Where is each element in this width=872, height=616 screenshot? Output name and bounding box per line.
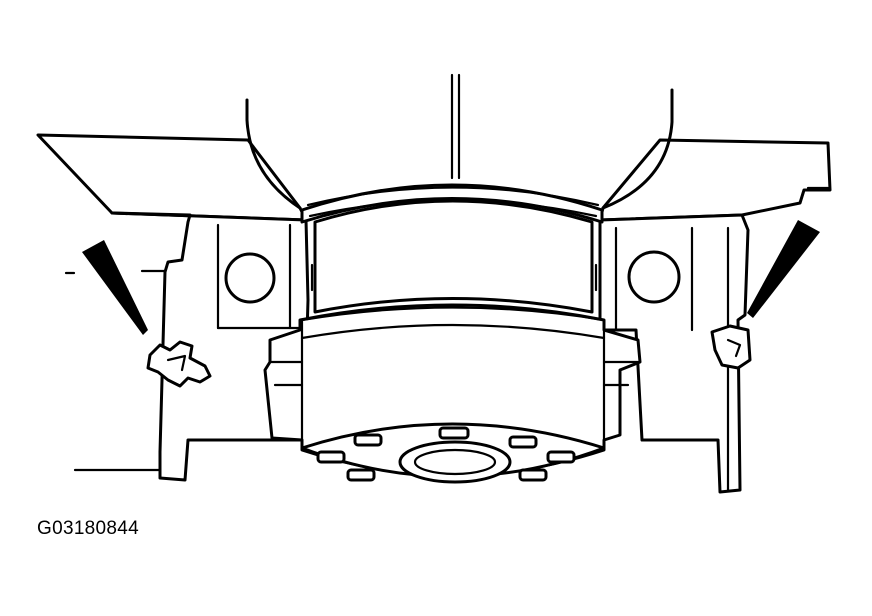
mount-upper-cylinder xyxy=(300,183,604,314)
figure-code-label: G03180844 xyxy=(37,518,140,539)
left-pointer-arrow xyxy=(82,240,148,335)
right-pointer-arrow xyxy=(747,220,820,318)
upper-frame-rails xyxy=(245,88,674,210)
side-tabs xyxy=(310,263,598,292)
left-bracket xyxy=(64,211,310,482)
right-bolt-hole xyxy=(627,250,681,304)
mount-bottom-face xyxy=(300,422,606,484)
center-stud xyxy=(450,73,461,180)
left-bolt-hole xyxy=(224,252,276,304)
left-clip xyxy=(146,340,212,388)
right-clip xyxy=(710,324,752,370)
center-opening xyxy=(398,440,512,484)
